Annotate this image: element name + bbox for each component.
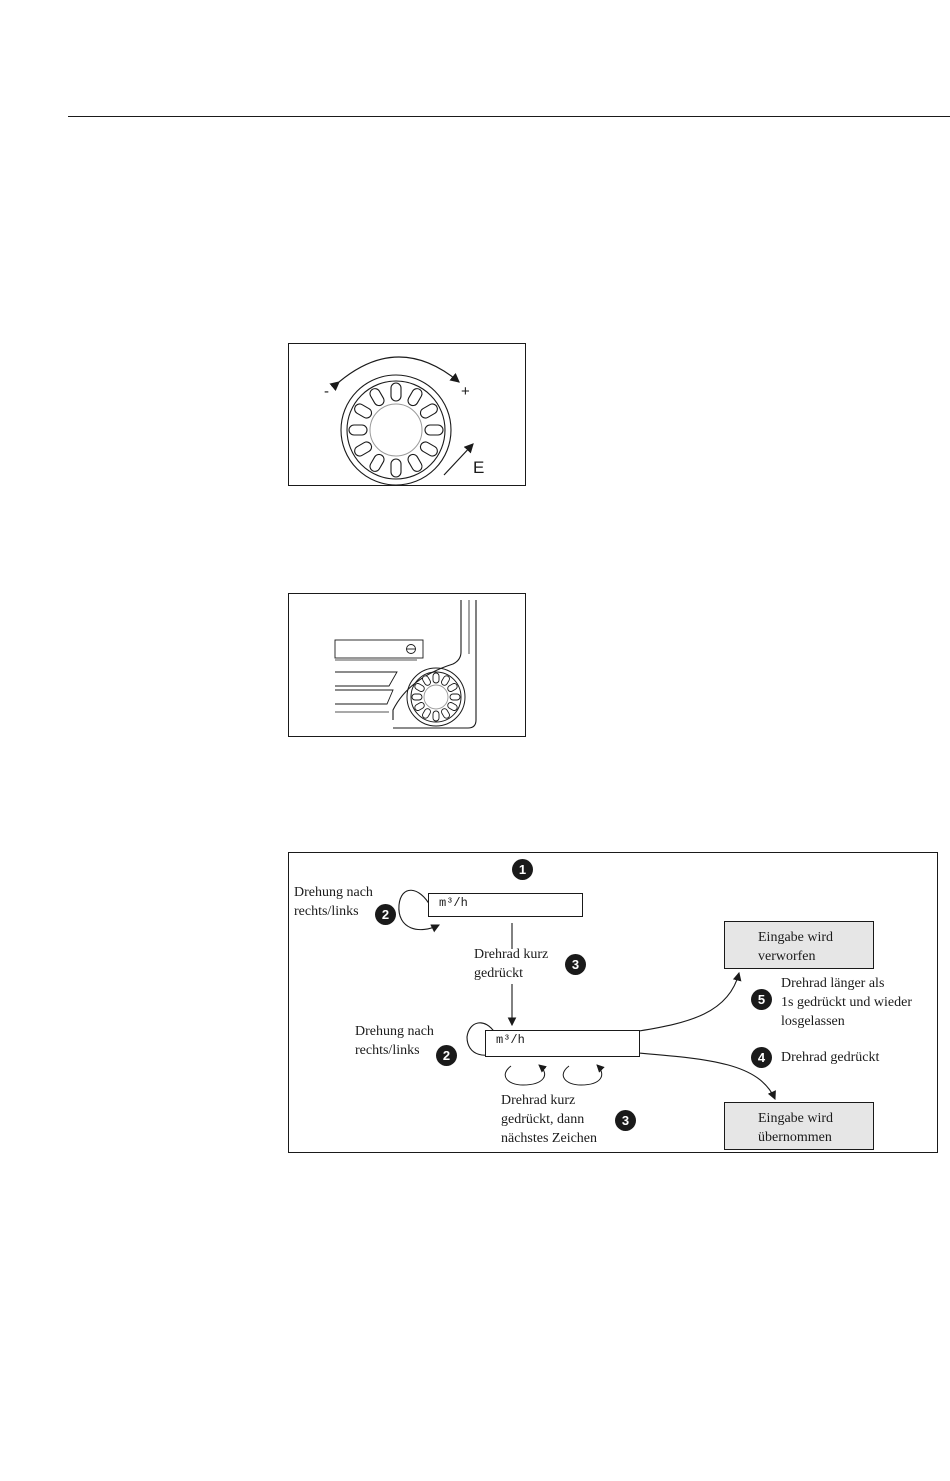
step-4-badge: 4 bbox=[751, 1047, 772, 1068]
knob-figure: - + E bbox=[288, 343, 526, 486]
knob-notch bbox=[406, 387, 424, 408]
knob-notch bbox=[391, 459, 401, 477]
step-3-badge-top: 3 bbox=[565, 954, 586, 975]
knob-notch bbox=[368, 387, 386, 408]
knob-notch bbox=[353, 402, 374, 420]
enter-label: E bbox=[473, 458, 484, 477]
accept-line1: Eingabe wird bbox=[758, 1109, 873, 1128]
pressed-label: Drehrad gedrückt bbox=[781, 1048, 879, 1067]
knob-notch bbox=[447, 701, 459, 711]
discard-box: Eingabe wird verworfen bbox=[724, 921, 874, 969]
knob-notch bbox=[414, 701, 426, 711]
step-3-badge-bottom: 3 bbox=[615, 1110, 636, 1131]
knob-notch bbox=[412, 694, 422, 700]
device-front-icon bbox=[289, 594, 527, 738]
press-next-line2: gedrückt, dann bbox=[501, 1110, 584, 1129]
lcd-display-top: m³/h bbox=[428, 893, 583, 917]
step-2-badge-top: 2 bbox=[375, 904, 396, 925]
accept-box: Eingabe wird übernommen bbox=[724, 1102, 874, 1150]
step-2-badge-bottom: 2 bbox=[436, 1045, 457, 1066]
knob-notch bbox=[433, 711, 439, 721]
minus-label: - bbox=[324, 382, 329, 401]
accept-line2: übernommen bbox=[758, 1128, 873, 1147]
rotate-bottom-line2: rechts/links bbox=[355, 1041, 420, 1060]
knob-notch bbox=[368, 453, 386, 474]
press-short-line1: Drehrad kurz bbox=[474, 945, 548, 964]
knob-notch bbox=[440, 675, 450, 687]
plus-label: + bbox=[461, 382, 470, 401]
rotate-top-line2: rechts/links bbox=[294, 902, 359, 921]
discard-line2: verworfen bbox=[758, 947, 873, 966]
long-press-line3: losgelassen bbox=[781, 1012, 845, 1031]
knob-notch bbox=[440, 708, 450, 720]
knob-notch bbox=[447, 682, 459, 692]
knob-notch bbox=[419, 440, 440, 458]
knob-notch bbox=[391, 383, 401, 401]
press-next-line3: nächstes Zeichen bbox=[501, 1129, 597, 1148]
press-next-line1: Drehrad kurz bbox=[501, 1091, 575, 1110]
rotate-top-line1: Drehung nach bbox=[294, 883, 373, 902]
rotate-bottom-line1: Drehung nach bbox=[355, 1022, 434, 1041]
step-1-badge: 1 bbox=[512, 859, 533, 880]
knob-notch bbox=[433, 673, 439, 683]
knob-notch bbox=[414, 682, 426, 692]
knob-notch bbox=[425, 425, 443, 435]
step-5-badge: 5 bbox=[751, 989, 772, 1010]
knob-notch bbox=[406, 453, 424, 474]
knob-notch bbox=[421, 675, 431, 687]
knob-notch bbox=[353, 440, 374, 458]
discard-line1: Eingabe wird bbox=[758, 928, 873, 947]
header-rule bbox=[68, 116, 950, 117]
lcd-display-bottom: m³/h bbox=[485, 1030, 640, 1057]
knob-icon bbox=[289, 344, 527, 487]
long-press-line2: 1s gedrückt und wieder bbox=[781, 993, 912, 1012]
knob-notch bbox=[349, 425, 367, 435]
knob-notch bbox=[419, 402, 440, 420]
operation-sequence-diagram: 1 Drehung nach rechts/links 2 m³/h Drehr… bbox=[288, 852, 938, 1153]
press-short-line2: gedrückt bbox=[474, 964, 523, 983]
knob-notch bbox=[421, 708, 431, 720]
knob-notch bbox=[450, 694, 460, 700]
long-press-line1: Drehrad länger als bbox=[781, 974, 884, 993]
device-front-figure bbox=[288, 593, 526, 737]
